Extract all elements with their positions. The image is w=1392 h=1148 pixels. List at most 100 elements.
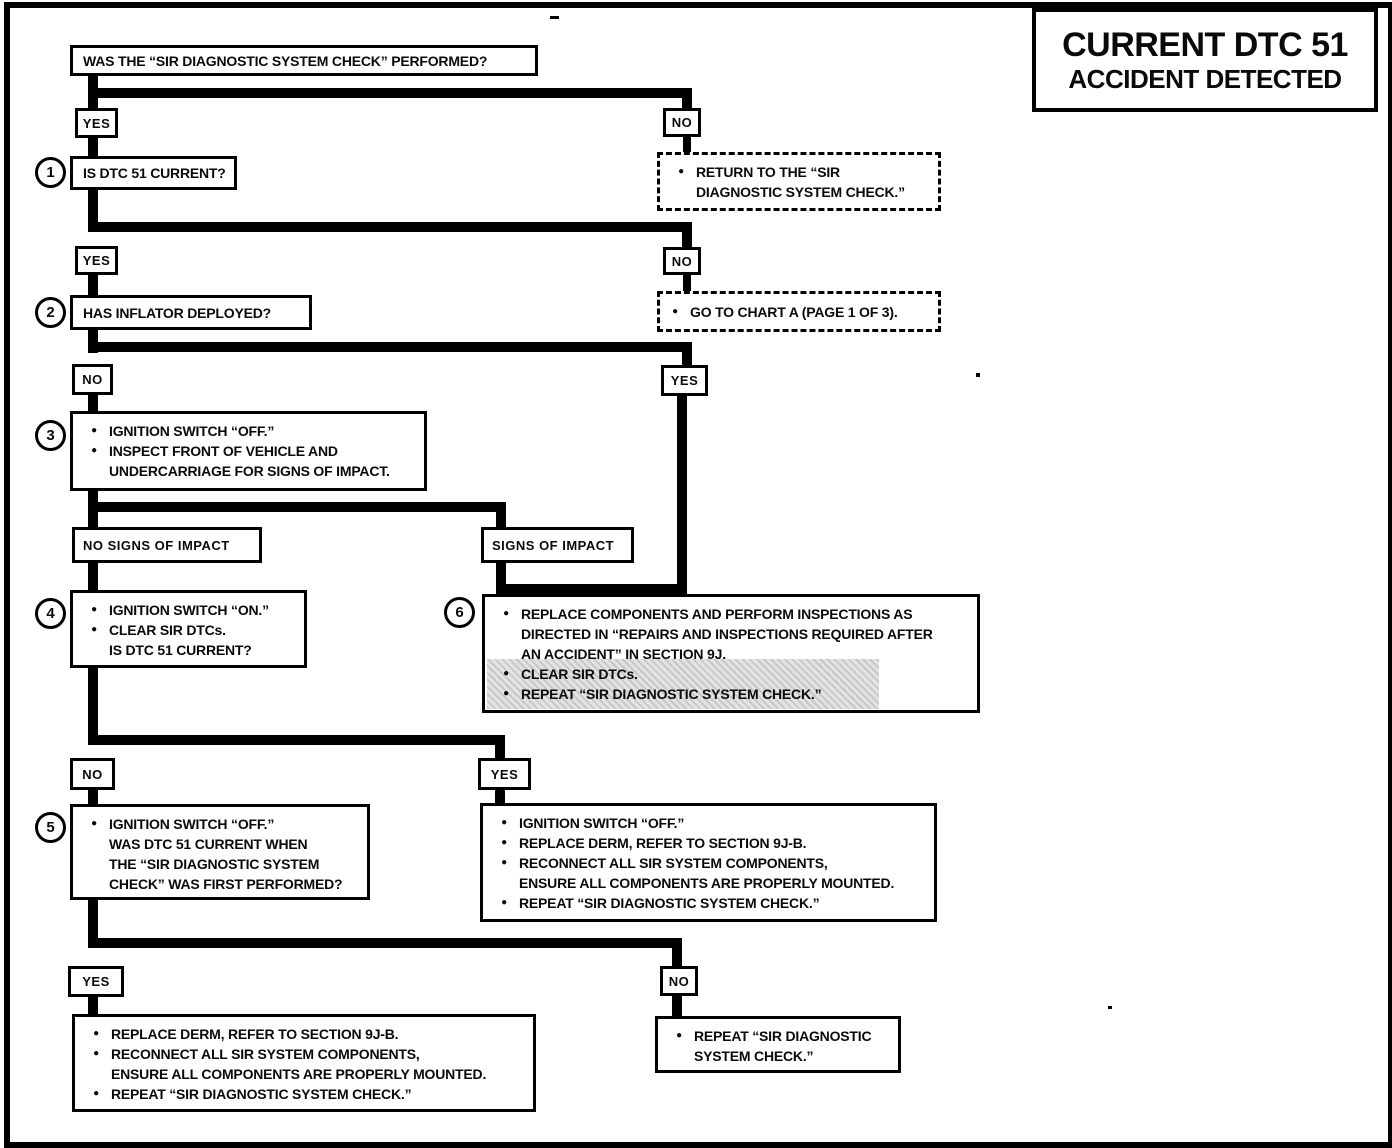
branch-label: NO xyxy=(82,766,103,782)
halftone-shading xyxy=(487,659,879,709)
action-line: RECONNECT ALL SIR SYSTEM COMPONENTS, xyxy=(111,1046,420,1062)
branch-no-3: NO xyxy=(72,364,113,395)
connector xyxy=(682,342,692,365)
action-line: REPLACE DERM, REFER TO SECTION 9J-B. xyxy=(111,1026,399,1042)
bullet-icon: ● xyxy=(93,1088,99,1099)
action-line: REPEAT “SIR DIAGNOSTIC SYSTEM CHECK.” xyxy=(521,686,822,702)
branch-label: NO xyxy=(82,372,103,387)
branch-label: NO xyxy=(668,973,690,989)
step-6-number: 6 xyxy=(444,597,475,628)
action-line: REPLACE COMPONENTS AND PERFORM INSPECTIO… xyxy=(521,606,913,622)
action-line: GO TO CHART A (PAGE 1 OF 3). xyxy=(690,303,898,320)
branch-label: YES xyxy=(82,115,111,131)
branch-label: NO xyxy=(671,115,693,130)
connector xyxy=(682,88,692,110)
action-line: WAS DTC 51 CURRENT WHEN xyxy=(109,836,308,852)
connector xyxy=(496,584,687,594)
connector xyxy=(88,668,98,745)
step-4-action-box: ●IGNITION SWITCH “ON.” ●CLEAR SIR DTCs. … xyxy=(70,590,307,668)
action-line: RETURN TO THE “SIR xyxy=(696,164,840,180)
bullet-icon: ● xyxy=(91,604,97,615)
step-1-question-text: IS DTC 51 CURRENT? xyxy=(83,165,226,181)
connector xyxy=(88,342,692,352)
bullet-icon: ● xyxy=(503,688,509,699)
step-number-text: 1 xyxy=(46,164,55,181)
branch-yes-6: YES xyxy=(68,966,124,997)
bullet-icon: ● xyxy=(672,305,678,317)
bullet-icon: ● xyxy=(676,1030,682,1041)
bullet-icon: ● xyxy=(501,897,507,908)
bullet-icon: ● xyxy=(91,624,97,635)
branch-label: NO xyxy=(671,253,693,269)
step-number-text: 5 xyxy=(46,819,55,836)
action-line: IGNITION SWITCH “ON.” xyxy=(109,602,269,618)
scan-artifact xyxy=(1108,1006,1112,1009)
action-line: CLEAR SIR DTCs. xyxy=(521,666,638,682)
connector xyxy=(88,735,505,745)
action-line: REPEAT “SIR DIAGNOSTIC xyxy=(694,1028,872,1044)
action-line: ENSURE ALL COMPONENTS ARE PROPERLY MOUNT… xyxy=(519,875,895,891)
branch-yes-1: YES xyxy=(75,108,118,138)
action-line: DIRECTED IN “REPAIRS AND INSPECTIONS REQ… xyxy=(521,626,933,642)
connector xyxy=(88,502,506,512)
action-line: IGNITION SWITCH “OFF.” xyxy=(109,423,275,439)
bullet-icon: ● xyxy=(503,608,509,619)
start-question-text: WAS THE “SIR DIAGNOSTIC SYSTEM CHECK” PE… xyxy=(83,52,488,69)
branch-no-2: NO xyxy=(663,247,701,275)
step-1-question-box: IS DTC 51 CURRENT? xyxy=(70,156,237,190)
bullet-icon: ● xyxy=(93,1028,99,1039)
connector xyxy=(88,938,682,948)
connector xyxy=(496,502,506,528)
step-4-number: 4 xyxy=(35,598,66,629)
action-line: REPLACE DERM, REFER TO SECTION 9J-B. xyxy=(519,835,807,851)
branch-no-1: NO xyxy=(663,108,701,137)
step-6-action-box: ● REPLACE COMPONENTS AND PERFORM INSPECTI… xyxy=(482,594,980,713)
action-line: CHECK” WAS FIRST PERFORMED? xyxy=(109,876,343,892)
branch-no-5: NO xyxy=(70,758,115,790)
action-line: ENSURE ALL COMPONENTS ARE PROPERLY MOUNT… xyxy=(111,1066,487,1082)
connector xyxy=(88,330,98,353)
action-line: IGNITION SWITCH “OFF.” xyxy=(109,816,275,832)
step-2-question-text: HAS INFLATOR DEPLOYED? xyxy=(83,304,271,321)
connector xyxy=(495,735,505,759)
connector xyxy=(88,190,98,232)
step-3-action-box: ●IGNITION SWITCH “OFF.” ●INSPECT FRONT O… xyxy=(70,411,427,491)
branch-signs-of-impact: SIGNS OF IMPACT xyxy=(481,527,634,563)
chart-subtitle: ACCIDENT DETECTED xyxy=(1068,64,1342,94)
step-number-text: 2 xyxy=(46,304,55,321)
branch-yes-5: YES xyxy=(478,758,531,790)
step-2-number: 2 xyxy=(35,297,66,328)
connector xyxy=(88,395,98,412)
connector xyxy=(88,997,98,1015)
bullet-icon: ● xyxy=(678,166,684,177)
scan-artifact xyxy=(550,16,559,19)
step-2-question-box: HAS INFLATOR DEPLOYED? xyxy=(70,295,312,330)
step-number-text: 6 xyxy=(455,604,464,621)
chart-title: CURRENT DTC 51 xyxy=(1062,26,1348,64)
goto-chart-a-box: ● GO TO CHART A (PAGE 1 OF 3). xyxy=(657,291,941,332)
bottom-yes-action-box: ● REPLACE DERM, REFER TO SECTION 9J-B. ● R… xyxy=(72,1014,536,1112)
branch-yes-3: YES xyxy=(661,365,708,396)
action-line: AN ACCIDENT” IN SECTION 9J. xyxy=(521,646,726,662)
action-line: SYSTEM CHECK.” xyxy=(694,1048,814,1064)
chart-title-box: CURRENT DTC 51 ACCIDENT DETECTED xyxy=(1032,8,1378,112)
connector xyxy=(672,938,682,967)
bullet-icon: ● xyxy=(91,445,97,456)
bullet-icon: ● xyxy=(501,817,507,828)
step-number-text: 3 xyxy=(46,427,55,444)
connector xyxy=(677,396,687,594)
action-line: IGNITION SWITCH “OFF.” xyxy=(519,815,685,831)
bullet-icon: ● xyxy=(501,837,507,848)
branch-label: NO SIGNS OF IMPACT xyxy=(83,537,230,553)
action-line: CLEAR SIR DTCs. xyxy=(109,622,226,638)
step-5-action-box: ●IGNITION SWITCH “OFF.” WAS DTC 51 CURRE… xyxy=(70,804,370,900)
action-line: RECONNECT ALL SIR SYSTEM COMPONENTS, xyxy=(519,855,828,871)
connector xyxy=(496,563,506,596)
start-question-box: WAS THE “SIR DIAGNOSTIC SYSTEM CHECK” PE… xyxy=(70,45,538,76)
branch-no-signs-of-impact: NO SIGNS OF IMPACT xyxy=(72,527,262,563)
branch-label: YES xyxy=(82,974,110,989)
action-line: REPEAT “SIR DIAGNOSTIC SYSTEM CHECK.” xyxy=(111,1086,412,1102)
action-line: THE “SIR DIAGNOSTIC SYSTEM xyxy=(109,856,320,872)
action-line: UNDERCARRIAGE FOR SIGNS OF IMPACT. xyxy=(109,463,390,479)
bullet-icon: ● xyxy=(93,1048,99,1059)
